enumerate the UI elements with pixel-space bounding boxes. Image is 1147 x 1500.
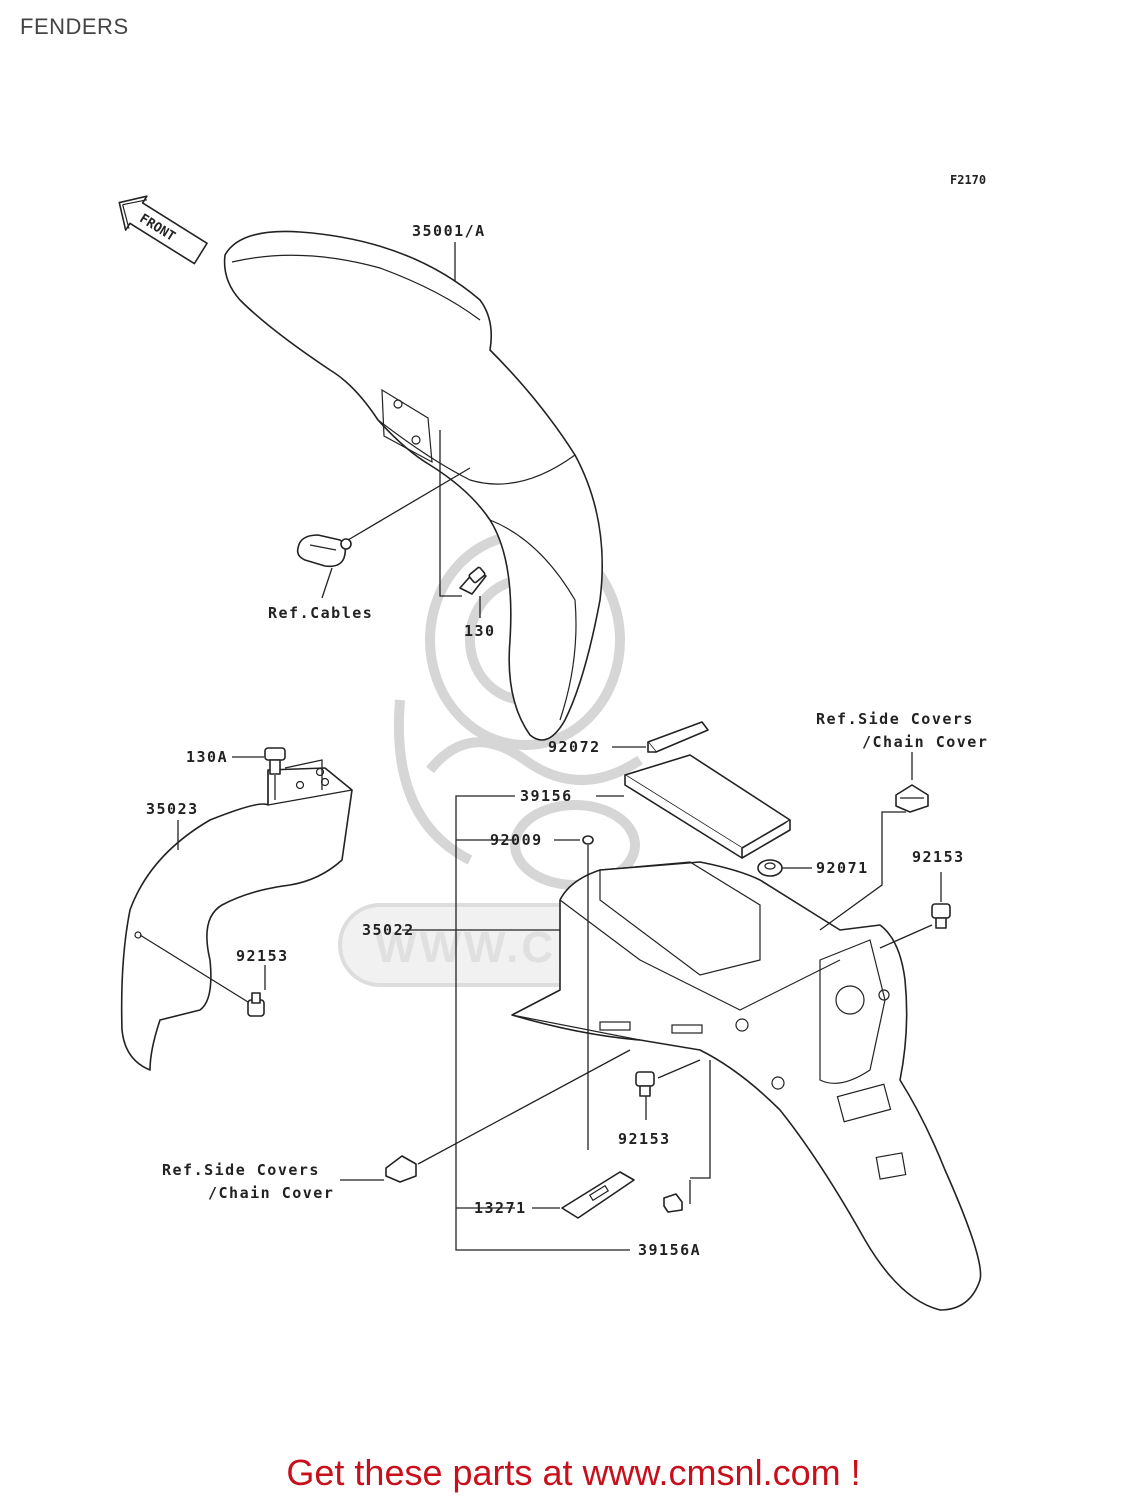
inner-fender-35023 <box>120 767 353 1071</box>
footer-link[interactable]: Get these parts at www.cmsnl.com ! <box>286 1452 861 1493</box>
pad-39156a <box>663 1193 683 1213</box>
figure-code: F2170 <box>950 173 986 187</box>
callout-92071: 92071 <box>816 859 869 877</box>
callout-13271: 13271 <box>474 1199 527 1217</box>
rear-fender-35022 <box>511 861 982 1311</box>
callout-92009: 92009 <box>490 831 543 849</box>
bolt-92153-left <box>247 992 265 1017</box>
callout-ref-side-covers-top-2: /Chain Cover <box>862 733 988 751</box>
damper-92071 <box>757 859 783 877</box>
callout-92153-right: 92153 <box>912 848 965 866</box>
side-cover-clip-top <box>895 784 929 813</box>
callout-35001a: 35001/A <box>412 222 486 240</box>
side-cover-clip-bottom <box>385 1155 417 1183</box>
callout-ref-cables: Ref.Cables <box>268 604 373 622</box>
bolt-92153-bottom <box>635 1071 655 1097</box>
callout-ref-side-covers-top-1: Ref.Side Covers <box>816 710 974 728</box>
bolt-92153-right <box>931 903 951 929</box>
callout-92153-bottom: 92153 <box>618 1130 671 1148</box>
bolt-130a <box>264 747 286 775</box>
plate-13271 <box>561 1171 635 1219</box>
front-fender-35001a <box>223 230 604 741</box>
front-arrow-icon: FRONT <box>118 195 208 265</box>
callout-92153-left: 92153 <box>236 947 289 965</box>
callout-92072: 92072 <box>548 738 601 756</box>
callout-35022: 35022 <box>362 921 415 939</box>
grommet-92009 <box>582 835 594 845</box>
callout-ref-side-covers-bottom-1: Ref.Side Covers <box>162 1161 320 1179</box>
callout-130: 130 <box>464 622 496 640</box>
callout-39156: 39156 <box>520 787 573 805</box>
callout-35023: 35023 <box>146 800 199 818</box>
bracket-92072 <box>647 721 709 753</box>
pad-39156 <box>624 754 791 859</box>
callout-130a: 130A <box>186 748 228 766</box>
callout-ref-side-covers-bottom-2: /Chain Cover <box>208 1184 334 1202</box>
cable-clamp <box>296 534 352 568</box>
page-title: FENDERS <box>20 14 129 39</box>
callout-39156a: 39156A <box>638 1241 701 1259</box>
bolt-130 <box>459 566 487 595</box>
fenders-parts-diagram: WWW.CMSNL.COM F2170 FRONT 35001/A Ref.Ca… <box>118 173 988 1311</box>
